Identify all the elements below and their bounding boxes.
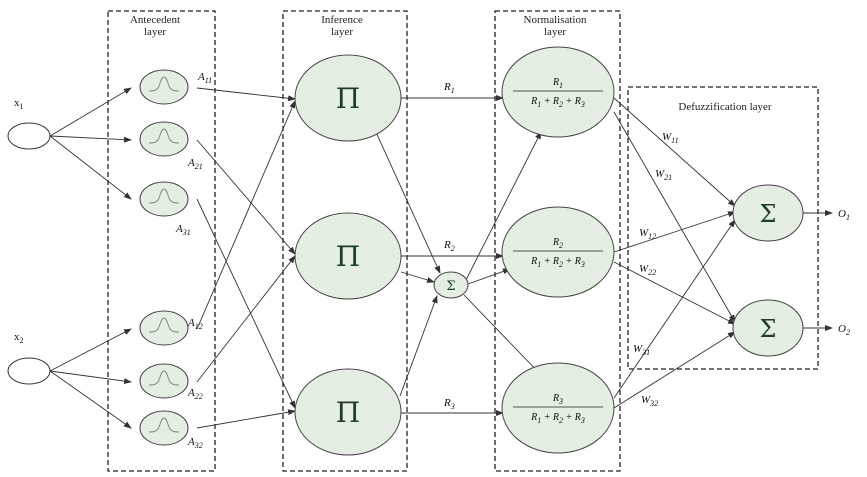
svg-text:R1 + R2 + R3: R1 + R2 + R3 <box>530 96 585 109</box>
layer-boxes <box>107 10 819 472</box>
normalisation-node-1 <box>501 46 615 138</box>
membership-node-a11 <box>139 69 189 105</box>
membership-label-a21: A21 <box>187 157 203 171</box>
membership-node-a32 <box>139 410 189 446</box>
edge <box>613 261 736 325</box>
normalisation-formula-1: R1 R1 + R2 + R3 <box>513 77 603 109</box>
rule-label-r2: R2 <box>443 239 455 253</box>
output-label-o2: O2 <box>838 323 850 337</box>
output-label-o1: O1 <box>838 208 850 222</box>
edge <box>613 97 736 207</box>
weight-label-w22: W22 <box>639 263 656 277</box>
sum-node <box>433 271 469 299</box>
membership-nodes <box>139 69 189 446</box>
antecedent-layer-label: Antecedent layer <box>129 14 181 38</box>
weight-label-w21: W21 <box>655 168 672 182</box>
inference-nodes: Π Π Π <box>294 54 402 456</box>
sum-symbol: Σ <box>760 315 777 343</box>
input-nodes: x1 x2 <box>7 97 51 385</box>
edge <box>374 129 441 274</box>
product-node-3 <box>294 368 402 456</box>
edge <box>399 295 438 397</box>
svg-text:R3: R3 <box>552 393 563 406</box>
membership-label-a11: A11 <box>197 71 212 85</box>
sum-symbol: Σ <box>446 279 455 294</box>
rule-label-r1: R1 <box>443 81 455 95</box>
edge <box>196 139 296 255</box>
edge <box>49 370 132 385</box>
normalisation-formula-2: R2 R1 + R2 + R3 <box>513 237 603 269</box>
weight-label-w12: W12 <box>639 227 656 241</box>
edge <box>463 294 545 379</box>
product-node-1 <box>294 54 402 142</box>
edge <box>49 135 132 143</box>
membership-node-a21 <box>139 121 189 157</box>
edge <box>467 268 511 285</box>
defuzzification-layer-box <box>627 86 819 370</box>
normalisation-layer-label: Normalisation layer <box>523 14 587 38</box>
membership-node-a12 <box>139 310 189 346</box>
input-label-x1: x1 <box>14 97 24 111</box>
edges <box>49 87 833 429</box>
product-symbol: Π <box>336 396 360 429</box>
inference-layer-box <box>282 10 408 472</box>
defuzzification-layer-label: Defuzzification layer <box>678 101 772 113</box>
membership-label-a22: A22 <box>187 387 203 401</box>
normalisation-nodes: R1 R1 + R2 + R3 R2 R1 + R2 + R3 R3 R1 + … <box>501 46 615 454</box>
edge <box>196 100 296 330</box>
output-sum-node-1 <box>732 184 804 242</box>
membership-node-a31 <box>139 181 189 217</box>
svg-text:R1: R1 <box>552 77 563 90</box>
product-node-2 <box>294 212 402 300</box>
edge <box>196 198 296 409</box>
edge <box>613 211 736 253</box>
product-symbol: Π <box>336 82 360 115</box>
rule-label-r3: R3 <box>443 397 455 411</box>
inference-layer-label: Inference layer <box>321 14 363 38</box>
antecedent-layer-box <box>107 10 216 472</box>
normalisation-node-2 <box>501 206 615 298</box>
svg-text:R1 + R2 + R3: R1 + R2 + R3 <box>530 412 585 425</box>
svg-text:R2: R2 <box>552 237 563 250</box>
sum-symbol: Σ <box>760 200 777 228</box>
normalisation-layer-box <box>494 10 621 472</box>
weight-label-w32: W32 <box>641 394 658 408</box>
input-node-x2 <box>7 357 51 385</box>
membership-label-a12: A12 <box>187 317 203 331</box>
normalisation-formula-3: R3 R1 + R2 + R3 <box>513 393 603 425</box>
membership-label-a32: A32 <box>187 436 203 450</box>
edge <box>400 271 435 283</box>
input-label-x2: x2 <box>14 331 24 345</box>
input-node-x1 <box>7 122 51 150</box>
edge <box>613 111 736 323</box>
edge <box>196 87 296 102</box>
edge <box>49 370 132 429</box>
edge <box>49 87 132 137</box>
rule-labels: R1 R2 R3 <box>443 81 455 411</box>
weight-label-w11: W11 <box>662 131 679 145</box>
membership-node-a22 <box>139 363 189 399</box>
weight-labels: W11 W21 W12 W22 W31 W32 <box>633 131 679 408</box>
product-symbol: Π <box>336 240 360 273</box>
edge <box>196 409 296 429</box>
edge <box>49 328 132 372</box>
normalisation-node-3 <box>501 362 615 454</box>
output-nodes: Σ Σ <box>732 184 804 357</box>
edge <box>613 331 736 409</box>
edge <box>49 135 132 200</box>
output-sum-node-2 <box>732 299 804 357</box>
edge <box>465 131 542 281</box>
membership-label-a31: A31 <box>175 223 191 237</box>
svg-text:R1 + R2 + R3: R1 + R2 + R3 <box>530 256 585 269</box>
edge <box>613 219 736 399</box>
edge <box>196 255 296 383</box>
weight-label-w31: W31 <box>633 343 650 357</box>
